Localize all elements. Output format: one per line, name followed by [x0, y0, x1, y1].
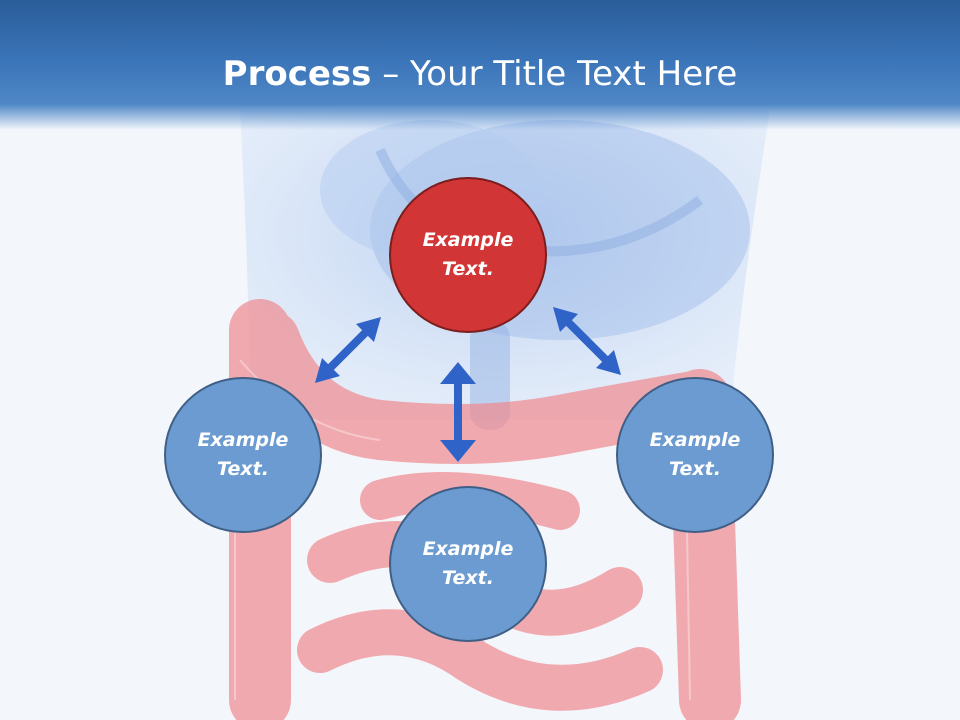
title-bar [0, 0, 960, 130]
arrow-center-to-right[interactable] [553, 307, 621, 375]
title-rest-part: Your Title Text Here [410, 54, 738, 94]
process-node-bottom[interactable]: Example Text. [389, 486, 547, 642]
node-left-label: Example Text. [197, 429, 289, 480]
title-separator: – [371, 54, 411, 94]
node-center-label: Example Text. [422, 229, 514, 280]
arrow-center-to-left[interactable] [315, 317, 381, 383]
title-bold-part: Process [222, 54, 372, 94]
node-right-label: Example Text. [649, 429, 741, 480]
process-node-center[interactable]: Example Text. [389, 177, 547, 333]
process-node-left[interactable]: Example Text. [164, 377, 322, 533]
node-bottom-label: Example Text. [422, 538, 514, 589]
process-node-right[interactable]: Example Text. [616, 377, 774, 533]
slide-title[interactable]: Process – Your Title Text Here [0, 52, 960, 96]
arrow-center-to-bottom[interactable] [440, 362, 476, 462]
